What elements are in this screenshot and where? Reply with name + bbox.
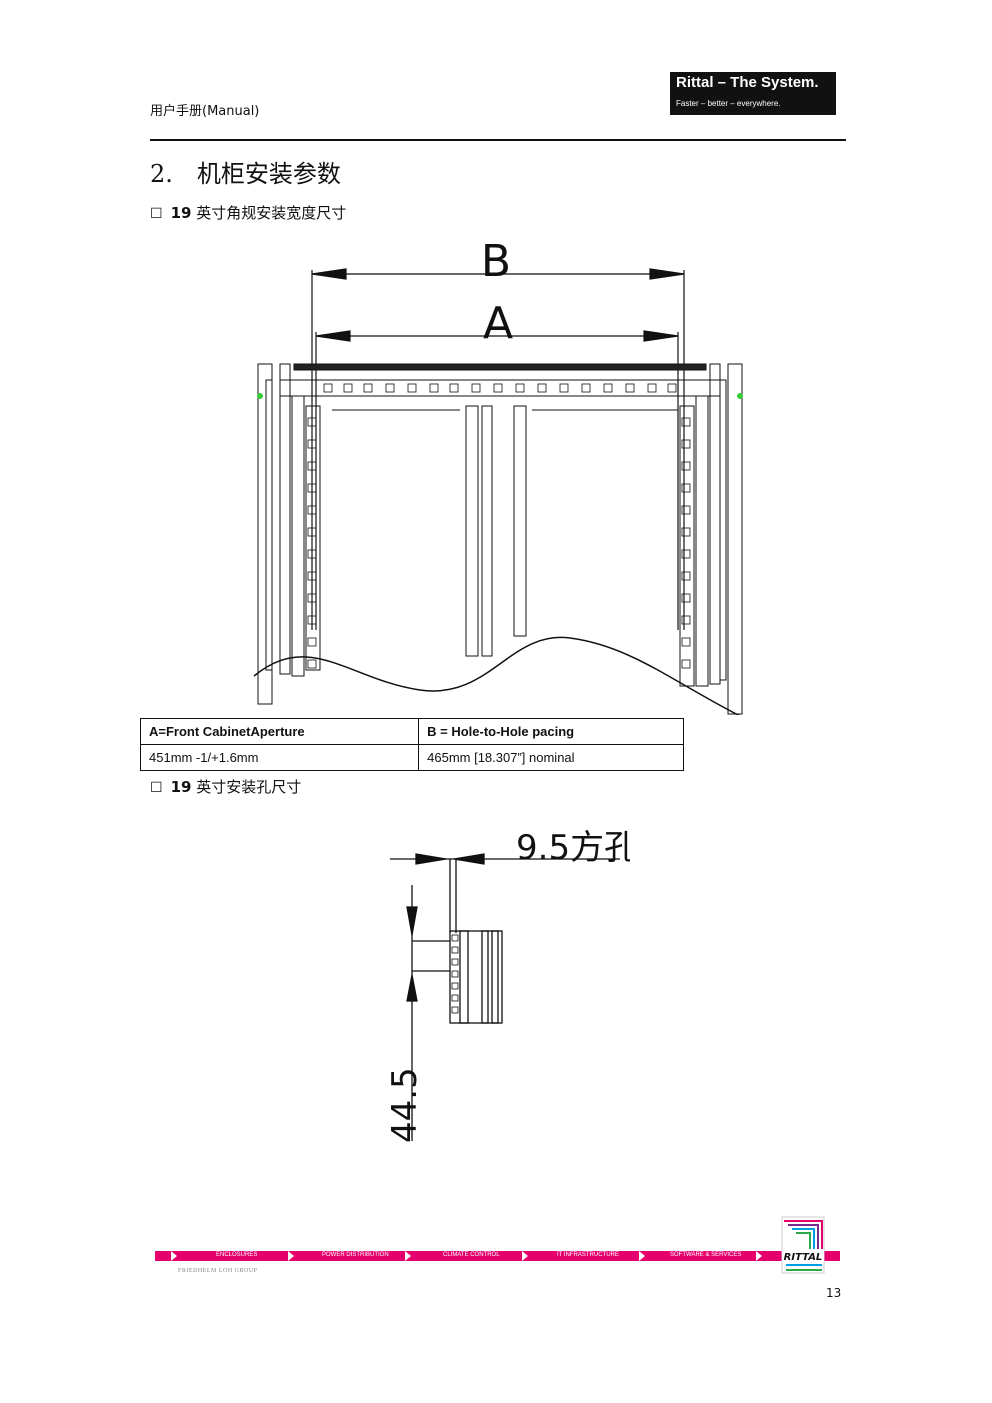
footer-band-bar	[155, 1251, 840, 1261]
footer-chevron-icon	[288, 1251, 294, 1261]
section-heading: 机柜安装参数	[196, 160, 341, 188]
footer-category: SOFTWARE & SERVICES	[670, 1252, 742, 1258]
table-value-a: 451mm -1/+1.6mm	[139, 744, 420, 771]
footer-category: IT INFRASTRUCTURE	[557, 1252, 619, 1258]
rittal-header-logo: Rittal – The System. Faster – better – e…	[670, 72, 836, 115]
subsection-title: 英寸安装孔尺寸	[196, 778, 302, 796]
label-hole-size: 9.5方孔	[516, 828, 630, 868]
label-a: A	[483, 298, 513, 349]
footer-category: CLIMATE CONTROL	[443, 1252, 500, 1258]
footer-category: POWER DISTRIBUTION	[322, 1252, 389, 1258]
subsection-number: 19	[170, 204, 192, 222]
header-rule	[150, 139, 846, 141]
hole-size-diagram: 9.5方孔 44.5	[385, 828, 630, 1143]
subsection-title: 英寸角规安装宽度尺寸	[196, 204, 347, 222]
table-value-b: 465mm [18.307”] nominal	[418, 744, 684, 771]
subsection-number: 19	[170, 778, 192, 796]
footer-category-band	[155, 1251, 840, 1261]
table-header-a: A=Front CabinetAperture	[139, 718, 420, 745]
rittal-logo: RITTAL	[781, 1216, 825, 1274]
section-number: 2.	[150, 160, 173, 188]
subsection-rail-width: ☐ 19 英寸角规安装宽度尺寸	[150, 202, 346, 223]
footer-category: ENCLOSURES	[216, 1252, 258, 1258]
table-header-row: A=Front CabinetAperture B = Hole-to-Hole…	[139, 718, 684, 745]
table-row: 451mm -1/+1.6mm 465mm [18.307”] nominal	[139, 744, 684, 771]
label-pitch: 44.5	[385, 1067, 425, 1143]
rack-width-diagram: B A	[253, 236, 743, 715]
footer-chevron-icon	[522, 1251, 528, 1261]
footer-chevron-icon	[171, 1251, 177, 1261]
checkbox-icon: ☐	[150, 206, 163, 222]
subsection-hole-size: ☐ 19 英寸安装孔尺寸	[150, 776, 301, 797]
manual-title: 用户手册(Manual)	[150, 104, 260, 119]
rittal-logo-text: RITTAL	[784, 1252, 823, 1263]
footer-chevron-icon	[405, 1251, 411, 1261]
label-b: B	[481, 236, 511, 287]
footer-chevron-icon	[639, 1251, 645, 1261]
section-title: 2. 机柜安装参数	[150, 154, 341, 189]
checkbox-icon: ☐	[150, 780, 163, 796]
logo-sub-text: Faster – better – everywhere.	[676, 99, 781, 108]
footer-chevron-icon	[756, 1251, 762, 1261]
spec-table: A=Front CabinetAperture B = Hole-to-Hole…	[139, 718, 684, 771]
logo-main-text: Rittal – The System.	[676, 74, 819, 91]
footer-group-name: FRIEDHELM LOH GROUP	[178, 1268, 258, 1274]
page-number: 13	[826, 1286, 842, 1300]
table-header-b: B = Hole-to-Hole pacing	[418, 718, 684, 745]
